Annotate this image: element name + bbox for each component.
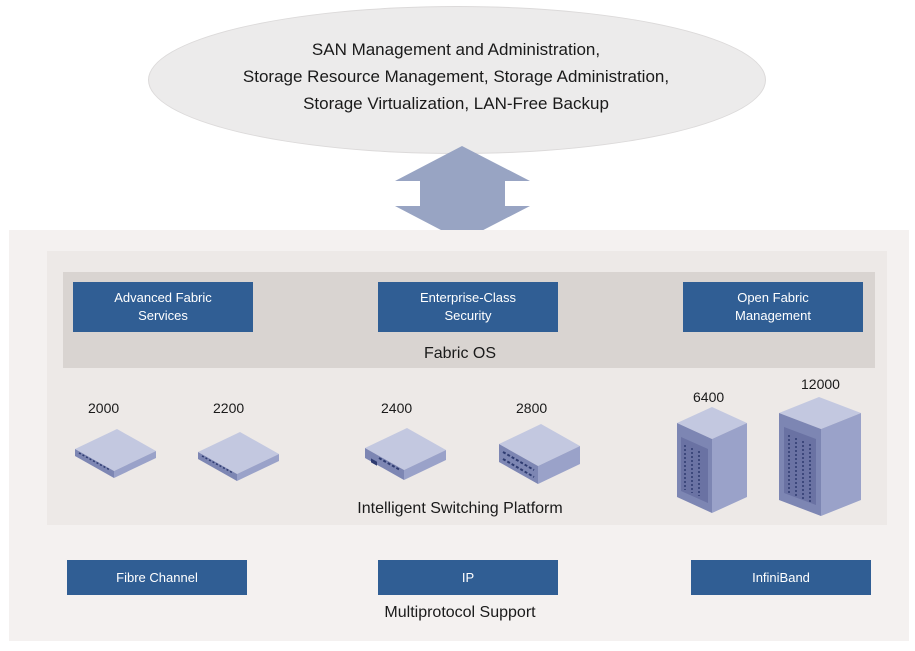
intelligent-switching-platform-label: Intelligent Switching Platform <box>357 500 563 517</box>
model-2800-label: 2800 <box>516 400 548 416</box>
model-2400-label: 2400 <box>381 400 413 416</box>
director-12000-illustration <box>779 397 861 516</box>
top-ellipse <box>148 6 766 154</box>
infiniband-box: InfiniBand <box>691 560 871 595</box>
model-6400-label: 6400 <box>693 389 725 405</box>
top-line-2: Storage Resource Management, Storage Adm… <box>242 67 670 86</box>
model-2000-label: 2000 <box>88 400 120 416</box>
multiprotocol-support-label: Multiprotocol Support <box>384 604 536 621</box>
open-fabric-management-box: Open Fabric Management <box>683 282 863 332</box>
model-2200-label: 2200 <box>213 400 245 416</box>
top-line-1: SAN Management and Administration, <box>311 40 601 59</box>
fabric-os-label: Fabric OS <box>423 345 496 362</box>
ip-box: IP <box>378 560 558 595</box>
switch-2800-illustration <box>499 424 580 484</box>
director-6400-illustration <box>677 407 747 513</box>
model-12000-label: 12000 <box>801 376 840 392</box>
fibre-channel-box: Fibre Channel <box>67 560 247 595</box>
bidirectional-arrow <box>395 146 530 241</box>
switch-2000-illustration <box>75 429 156 478</box>
advanced-fabric-services-box: Advanced Fabric Services <box>73 282 253 332</box>
switch-2400-illustration <box>365 428 446 480</box>
switch-2200-illustration <box>198 432 279 481</box>
enterprise-class-security-box: Enterprise-Class Security <box>378 282 558 332</box>
top-line-3: Storage Virtualization, LAN-Free Backup <box>303 94 609 113</box>
top-ellipse-text: SAN Management and Administration, Stora… <box>148 36 764 117</box>
